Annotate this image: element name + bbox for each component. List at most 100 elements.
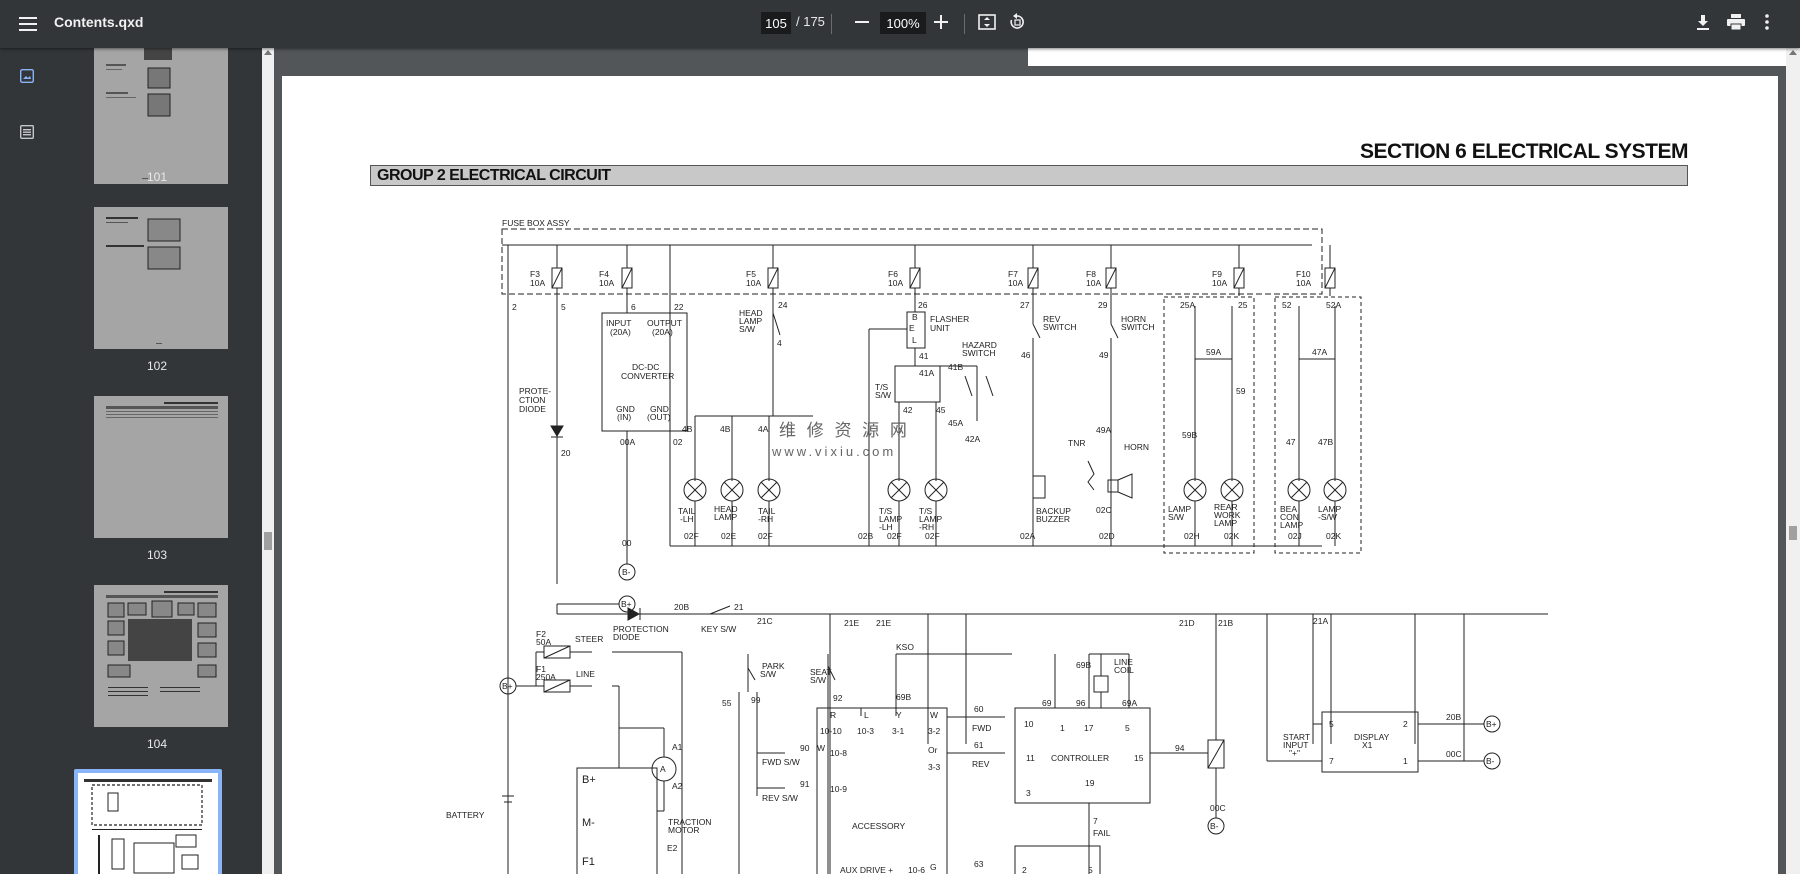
schematic-label: F8 [1086,269,1096,279]
viewer-toolbar: Contents.qxd / 175 [0,0,1800,48]
page-thumbnail[interactable] [94,585,228,727]
page-thumbnail-active[interactable] [74,769,222,874]
schematic-label: FWD S/W [762,757,800,767]
schematic-label: 00 [622,538,632,548]
schematic-label: A [660,764,666,774]
schematic-label: 26 [918,300,928,310]
schematic-label: B- [622,567,631,577]
schematic-label: T/S [879,506,893,516]
schematic-label: 4A [758,424,769,434]
schematic-label: 46 [1021,350,1031,360]
schematic-label: FWD [972,723,991,733]
schematic-label: PARK [762,661,785,671]
download-button[interactable] [1690,8,1716,36]
schematic-label: L [864,710,869,720]
schematic-label: 10-10 [820,726,842,736]
toolbar-divider [964,14,965,34]
page-thumbnail[interactable] [94,207,228,349]
schematic-label: 3-1 [892,726,905,736]
schematic-label: SWITCH [1043,322,1077,332]
schematic-label: E2 [667,843,678,853]
schematic-label: Or [928,745,938,755]
page-thumbnail[interactable] [94,396,228,538]
schematic-label: FLASHER [930,314,969,324]
document-title: Contents.qxd [54,14,144,30]
line-coil [1093,675,1109,693]
schematic-label: LAMP [879,514,902,524]
toolbar-divider [831,14,832,34]
page-thumbnail[interactable] [94,48,228,184]
document-scrollbar[interactable] [1786,48,1800,874]
schematic-label: 27 [1020,300,1030,310]
protection-diode-2 [627,607,641,621]
schematic-label: STEER [575,634,603,644]
schematic-label: CTION [519,395,545,405]
pdf-page: SECTION 6 ELECTRICAL SYSTEM GROUP 2 ELEC… [282,76,1778,874]
schematic-label: 29 [1098,300,1108,310]
schematic-label: 250A [536,672,556,682]
zoom-out-button[interactable] [850,8,874,36]
zoom-input[interactable] [880,12,926,34]
lamp-symbols [683,478,1347,502]
schematic-label: 3 [1026,788,1031,798]
display-x1 [1321,711,1419,773]
sidebar: 101 102 103 104 [0,48,262,874]
schematic-label: 02H [1184,531,1200,541]
schematic-label: 21D [1179,618,1195,628]
schematic-label: 90 [800,743,810,753]
thumbnail-page-number: 103 [146,548,168,562]
schematic-label: S/W [875,390,891,400]
schematic-label: LAMP [1214,518,1237,528]
schematic-label: 5 [561,302,566,312]
schematic-label: 7 [1329,756,1334,766]
schematic-label: REV [972,759,990,769]
schematic-label: F3 [530,269,540,279]
section-title: SECTION 6 ELECTRICAL SYSTEM [1360,140,1689,163]
schematic-label: TAIL [678,506,696,516]
print-button[interactable] [1722,8,1750,36]
schematic-label: UNIT [930,323,950,333]
schematic-label: PROTE- [519,386,551,396]
schematic-label: G [930,862,937,872]
scrollbar-thumb[interactable] [264,532,272,550]
page-number-input[interactable] [761,12,791,34]
schematic-label: 02C [1096,505,1112,515]
document-viewport: SECTION 6 ELECTRICAL SYSTEM GROUP 2 ELEC… [274,48,1786,874]
schematic-label: 42A [965,434,980,444]
schematic-label: GND [616,404,635,414]
schematic-label: S/W [810,675,826,685]
schematic-label: S/W [1168,512,1184,522]
schematic-label: 41A [919,368,934,378]
schematic-label: TNR [1068,438,1085,448]
schematic-label: M- [582,817,595,829]
schematic-label: 11 [1026,753,1035,763]
schematic-label: 49 [1099,350,1109,360]
outline-view-button[interactable] [14,119,40,145]
more-options-button[interactable] [1756,8,1778,36]
thumbnail-scrollbar[interactable] [262,48,274,874]
schematic-label: 21E [876,618,891,628]
schematic-label: F7 [1008,269,1018,279]
schematic-label: E [909,323,915,333]
schematic-label: 02K [1326,531,1341,541]
schematic-label: 41 [919,351,929,361]
zoom-in-button[interactable] [929,8,953,36]
schematic-label: 6 [631,302,636,312]
schematic-label: F2 [536,629,546,639]
fit-page-button[interactable] [974,8,1000,36]
schematic-label: 52A [1326,300,1341,310]
schematic-label: 69A [1122,698,1137,708]
thumbnail-view-icon [20,69,34,83]
schematic-label: 55 [722,698,732,708]
rotate-button[interactable] [1004,8,1030,36]
schematic-label: 10-8 [830,748,847,758]
schematic-label: R [830,710,836,720]
schematic-label: KEY S/W [701,624,736,634]
thumbnail-view-button[interactable] [14,63,40,89]
schematic-label: 4B [682,424,693,434]
menu-button[interactable] [12,8,44,40]
schematic-label: 21A [1313,616,1328,626]
scrollbar-thumb[interactable] [1789,526,1797,540]
schematic-label: INPUT [1283,740,1309,750]
